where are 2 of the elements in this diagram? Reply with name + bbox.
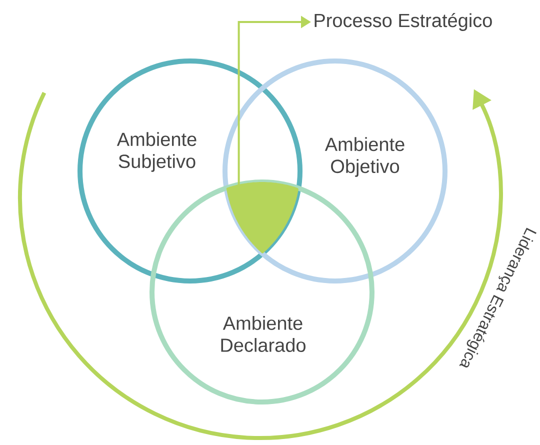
intersection-area (226, 182, 298, 254)
process-label: Processo Estratégico (314, 13, 492, 31)
